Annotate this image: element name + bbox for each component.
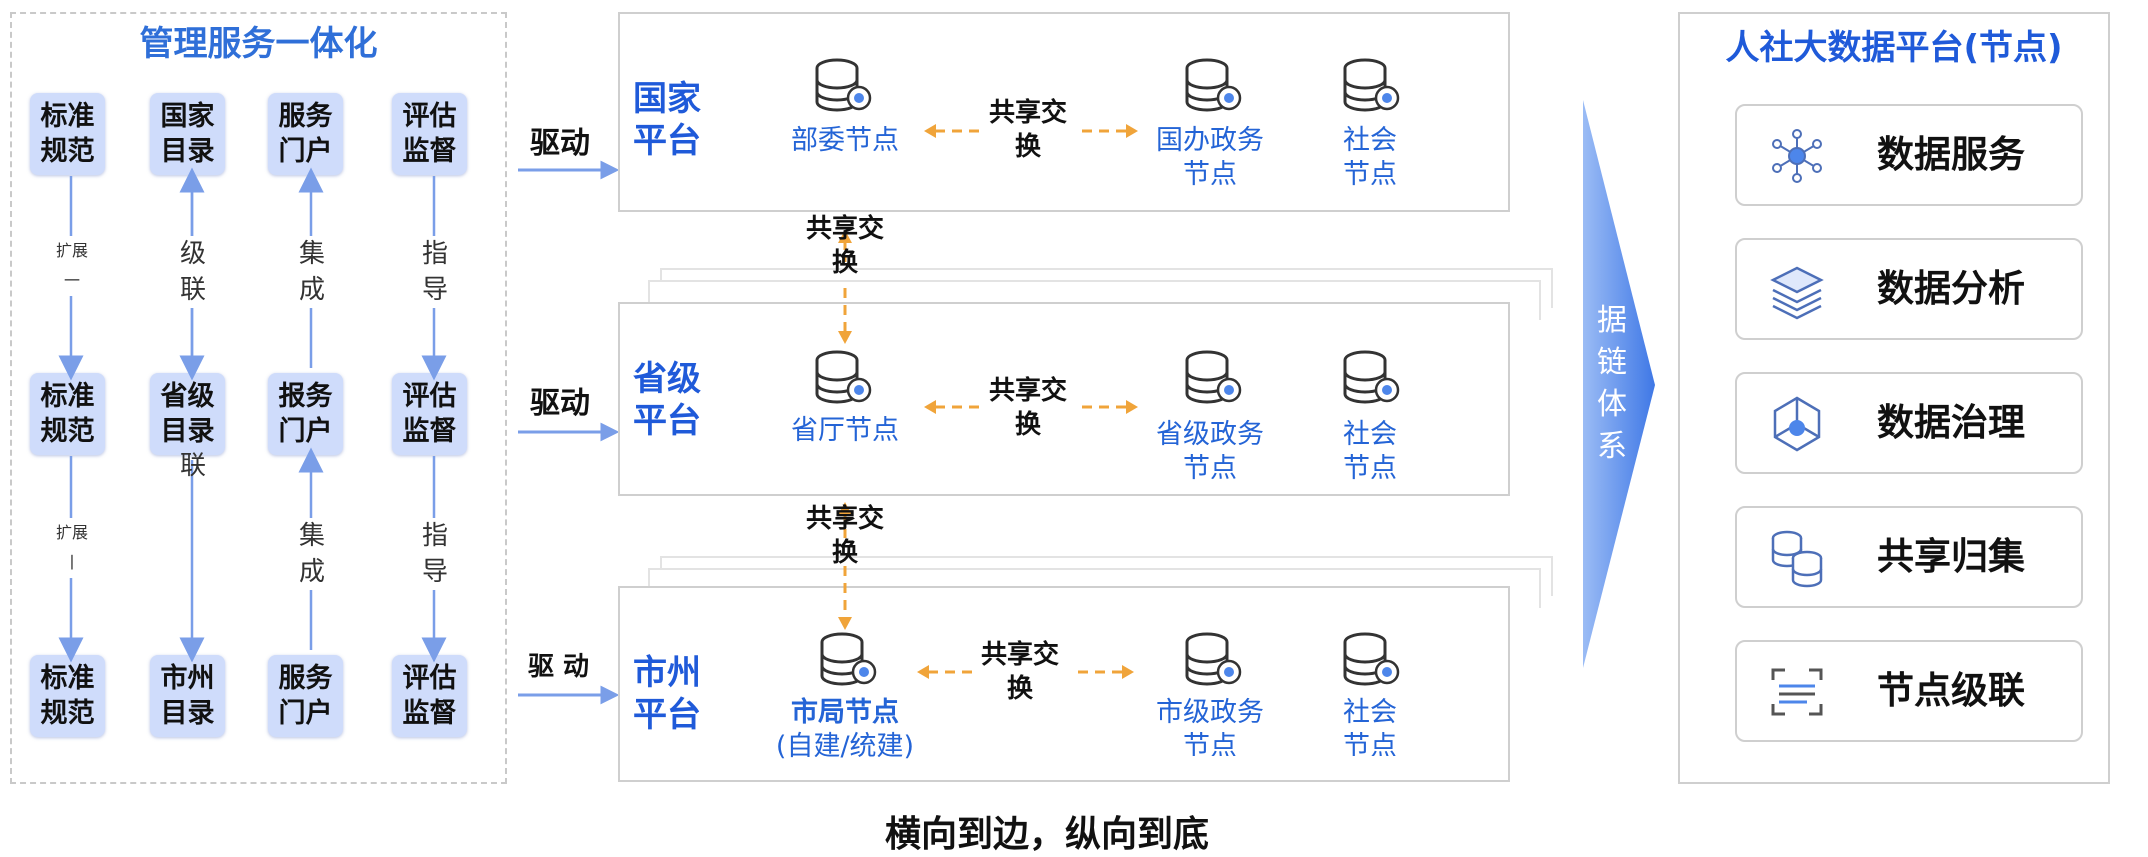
label-guide-1: 指导: [415, 236, 455, 308]
platform-title-city: 市州平台: [633, 653, 701, 735]
drive-label-2: 驱动: [530, 386, 590, 421]
hexagon-icon: [1773, 396, 1821, 452]
tile-catalog-1: 国家目录: [150, 93, 225, 175]
service-label: 数据分析: [1877, 267, 2025, 310]
label-guide-2: 指导: [415, 518, 455, 590]
label-cascade-1: 级联: [173, 236, 213, 308]
platform-title-province: 省级平台: [633, 359, 701, 441]
chain-arrow: [1583, 100, 1655, 668]
service-data-service[interactable]: 数据服务: [1735, 104, 2083, 206]
tile-standard-2: 标准规范: [30, 373, 105, 455]
chain-label: 据链体系: [1597, 303, 1627, 464]
database-icon: [815, 350, 872, 404]
tile-portal-3: 服务门户: [268, 655, 343, 737]
data-platform-title: 人社大数据平台(节点): [1725, 28, 2063, 68]
node-social-province: 社会节点: [1343, 419, 1397, 484]
caption: 横向到边，纵向到底: [885, 814, 1210, 855]
service-label: 共享归集: [1877, 535, 2025, 578]
tile-standard-1: 标准规范: [30, 93, 105, 175]
service-label: 节点级联: [1877, 669, 2025, 712]
node-city-bureau: 市局节点: [791, 697, 899, 728]
database-icon: [1343, 350, 1400, 404]
vertical-exchange-2: 共享交换: [805, 504, 884, 568]
vertical-exchange-1: 共享交换: [805, 214, 884, 278]
node-province-dept: 省厅节点: [791, 415, 899, 446]
database-icon: [1343, 632, 1400, 686]
tile-supervision-1: 评估监督: [392, 93, 467, 175]
management-title: 管理服务一体化: [139, 24, 378, 64]
management-panel: [10, 12, 507, 784]
database-icon: [815, 58, 872, 112]
tile-standard-3: 标准规范: [30, 655, 105, 737]
exchange-label-city: 共享交换: [980, 640, 1059, 704]
label-integrate-1: 集成: [292, 236, 332, 308]
tile-catalog-2: 省级目录: [150, 373, 225, 455]
database-icon: [1771, 530, 1823, 588]
node-city-bureau-sub: (自建/统建): [775, 731, 915, 762]
drive-label-3: 驱 动: [528, 652, 590, 682]
tile-portal-1: 服务门户: [268, 93, 343, 175]
panel-national: [618, 12, 1510, 212]
database-icon: [820, 632, 877, 686]
service-label: 数据服务: [1877, 133, 2025, 176]
node-state-gov: 国办政务节点: [1156, 125, 1264, 186]
label-cascade-2: 联: [179, 451, 206, 481]
panel-province: [618, 302, 1510, 496]
node-ministry: 部委节点: [791, 125, 899, 156]
database-icon: [1185, 350, 1242, 404]
platform-title-national: 国家平台: [633, 79, 701, 161]
label-extend-1: 扩展一: [52, 236, 92, 296]
database-icon: [1185, 632, 1242, 686]
layers-icon: [1770, 266, 1824, 320]
node-icons: [815, 58, 1400, 686]
service-data-analysis[interactable]: 数据分析: [1735, 238, 2083, 340]
data-platform-panel: [1678, 12, 2110, 784]
node-social-national: 社会节点: [1343, 125, 1397, 190]
node-province-gov: 省级政务节点: [1156, 419, 1264, 484]
service-node-cascade[interactable]: 节点级联: [1735, 640, 2083, 742]
node-social-city: 社会节点: [1343, 697, 1397, 756]
drive-arrows: [518, 160, 620, 705]
service-label: 数据治理: [1877, 401, 2025, 444]
exchange-label-national: 共享交换: [988, 98, 1067, 162]
label-integrate-2: 集成: [292, 518, 332, 590]
tile-catalog-3: 市州目录: [150, 655, 225, 737]
database-icon: [1343, 58, 1400, 112]
service-share-collect[interactable]: 共享归集: [1735, 506, 2083, 608]
service-data-governance[interactable]: 数据治理: [1735, 372, 2083, 474]
drive-label-1: 驱动: [530, 126, 590, 161]
database-icon: [1185, 58, 1242, 112]
network-icon: [1772, 129, 1822, 183]
node-city-gov: 市级政务节点: [1156, 697, 1264, 756]
scan-icon: [1771, 668, 1823, 716]
tile-supervision-2: 评估监督: [392, 373, 467, 455]
label-extend-2: 扩展丨: [52, 518, 92, 578]
exchange-label-province: 共享交换: [988, 376, 1067, 440]
tile-supervision-3: 评估监督: [392, 655, 467, 737]
tile-portal-2: 报务门户: [268, 373, 343, 455]
